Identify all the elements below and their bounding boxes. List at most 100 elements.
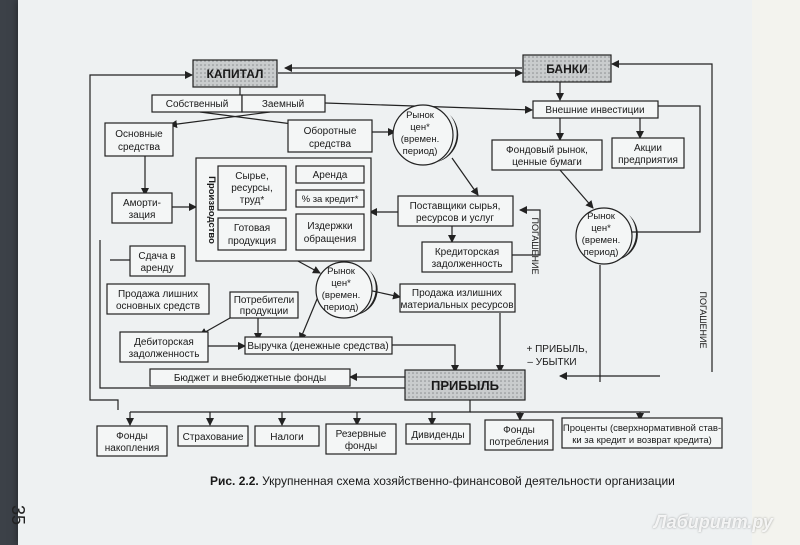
sdacha-label-2: аренду (140, 263, 173, 274)
izderzhki-box (295, 213, 365, 251)
nalogi-box (254, 425, 320, 447)
za-kredit-label: % за кредит* (302, 194, 359, 205)
fondy-nakopleniya-box (96, 425, 168, 457)
caption-prefix: Рис. 2.2. (210, 474, 259, 488)
rezervnye-label-2: фонды (345, 440, 377, 452)
procenty-label-2: ки за кредит и возврат кредита) (572, 435, 712, 446)
kreditorskaya-label-1: Кредиторская (435, 247, 499, 258)
rynok2-line-1: Рынок (587, 211, 616, 222)
proizvodstvo-label: Производство (206, 176, 217, 244)
rynok1-line-2: цен* (410, 122, 430, 133)
figure-caption: Рис. 2.2. Укрупненная схема хозяйственно… (210, 474, 675, 488)
prodazha-os-box (106, 283, 210, 315)
debitorskaya-label-2: задолженность (129, 349, 200, 360)
amortizaciya-label-1: Аморти- (123, 198, 161, 209)
syre-box (217, 165, 287, 211)
postavshiki-label-1: Поставщики сырья, (410, 201, 501, 212)
za-kredit-box (295, 189, 365, 208)
amortizaciya-box (111, 192, 173, 224)
debitorskaya-label-1: Дебиторская (134, 336, 194, 348)
osnovnye-box (104, 122, 174, 157)
oborotnye-label-2: средства (309, 139, 352, 150)
pribyl-label: ПРИБЫЛЬ (431, 378, 499, 393)
banki-label: БАНКИ (546, 62, 587, 76)
nalogi-label: Налоги (270, 432, 304, 443)
izderzhki-label-2: обращения (304, 233, 357, 245)
fondovy-box (491, 139, 603, 171)
potrebiteli-label-1: Потребители (234, 294, 295, 306)
rynok3-line-4: период) (324, 302, 359, 313)
pribyl-plus-label: + ПРИБЫЛЬ, (527, 344, 588, 355)
fondy-nakopleniya-label-2: накопления (105, 443, 159, 454)
rezervnye-label-1: Резервные (336, 429, 387, 440)
pogashenie-label-left: ПОГАШЕНИЕ (530, 218, 540, 275)
postavshiki-label-2: ресурсов и услуг (416, 213, 494, 224)
rynok2-line-3: (времен. (582, 235, 620, 246)
syre-label-1: Сырье, (235, 171, 269, 182)
sdacha-label-1: Сдача в (138, 251, 175, 262)
vneshnie-label: Внешние инвестиции (545, 105, 644, 116)
syre-label-2: ресурсы, (231, 183, 273, 194)
strahovanie-box (177, 425, 249, 447)
oborotnye-box (287, 119, 373, 153)
osnovnye-label-2: средства (118, 142, 161, 153)
dividendy-box (405, 423, 471, 445)
pogashenie-label-right: ПОГАШЕНИЕ (698, 292, 708, 349)
prodazha-mat-label-2: материальных ресурсов (400, 300, 513, 311)
rynok2-line-2: цен* (591, 223, 611, 234)
rynok-cen-circle-3 (315, 261, 373, 319)
rynok-cen-circle-1 (392, 104, 454, 166)
sobstvenny-label: Собственный (166, 98, 229, 110)
zaemny-label: Заемный (262, 99, 304, 110)
rynok-cen-circle-2 (575, 207, 633, 265)
fondy-nakopleniya-label-1: Фонды (116, 431, 148, 442)
vyruchka-box (244, 336, 393, 355)
rynok3-line-1: Рынок (327, 266, 356, 277)
fondy-potrebleniya-label-1: Фонды (503, 425, 535, 436)
osnovnye-label-1: Основные (115, 129, 163, 140)
pribyl-box (404, 369, 526, 401)
vneshnie-box (532, 100, 659, 119)
amortizaciya-label-2: зация (129, 210, 156, 221)
rynok2-line-4: период) (584, 247, 619, 258)
fondovy-label-1: Фондовый рынок, (506, 145, 588, 156)
facing-page-edge (752, 0, 800, 545)
izderzhki-label-1: Издержки (307, 221, 352, 232)
prodazha-os-label-1: Продажа лишних (118, 289, 198, 300)
caption-text: Укрупненная схема хозяйственно-финансово… (262, 474, 675, 488)
rezervnye-box (325, 423, 397, 455)
zaemny-box (241, 94, 326, 113)
fondy-potrebleniya-label-2: потребления (489, 436, 549, 448)
debitorskaya-box (119, 331, 209, 363)
rynok3-line-2: цен* (331, 278, 351, 289)
strahovanie-label: Страхование (183, 432, 244, 443)
kreditorskaya-box (421, 241, 513, 273)
kapital-label: КАПИТАЛ (207, 67, 264, 81)
postavshiki-box (397, 195, 514, 227)
akcii-box (611, 137, 685, 169)
byudzhet-box (149, 368, 351, 387)
banki-box (522, 54, 612, 83)
procenty-label-1: Проценты (сверхнормативной став- (563, 423, 721, 434)
rynok1-line-3: (времен. (401, 134, 439, 145)
arenda-box (295, 165, 365, 184)
syre-label-3: труд* (240, 195, 265, 206)
gotovaya-label-1: Готовая (234, 223, 270, 234)
rynok1-line-4: период) (403, 146, 438, 157)
byudzhet-label: Бюджет и внебюджетные фонды (174, 372, 326, 384)
dividendy-label: Дивиденды (411, 430, 464, 441)
fondy-potrebleniya-box (484, 419, 554, 451)
akcii-label-2: предприятия (618, 155, 678, 166)
watermark-logo: Лабиринт.ру (654, 512, 773, 532)
gotovaya-box (217, 217, 287, 251)
ubytki-minus-label: – УБЫТКИ (527, 357, 576, 368)
fondovy-label-2: ценные бумаги (512, 156, 582, 168)
akcii-label-1: Акции (634, 143, 662, 154)
vyruchka-label: Выручка (денежные средства) (247, 341, 388, 352)
oborotnye-label-1: Оборотные (304, 125, 357, 137)
kreditorskaya-label-2: задолженность (432, 259, 503, 270)
sdacha-box (129, 245, 186, 277)
arenda-label: Аренда (313, 170, 348, 181)
procenty-box (561, 417, 723, 449)
